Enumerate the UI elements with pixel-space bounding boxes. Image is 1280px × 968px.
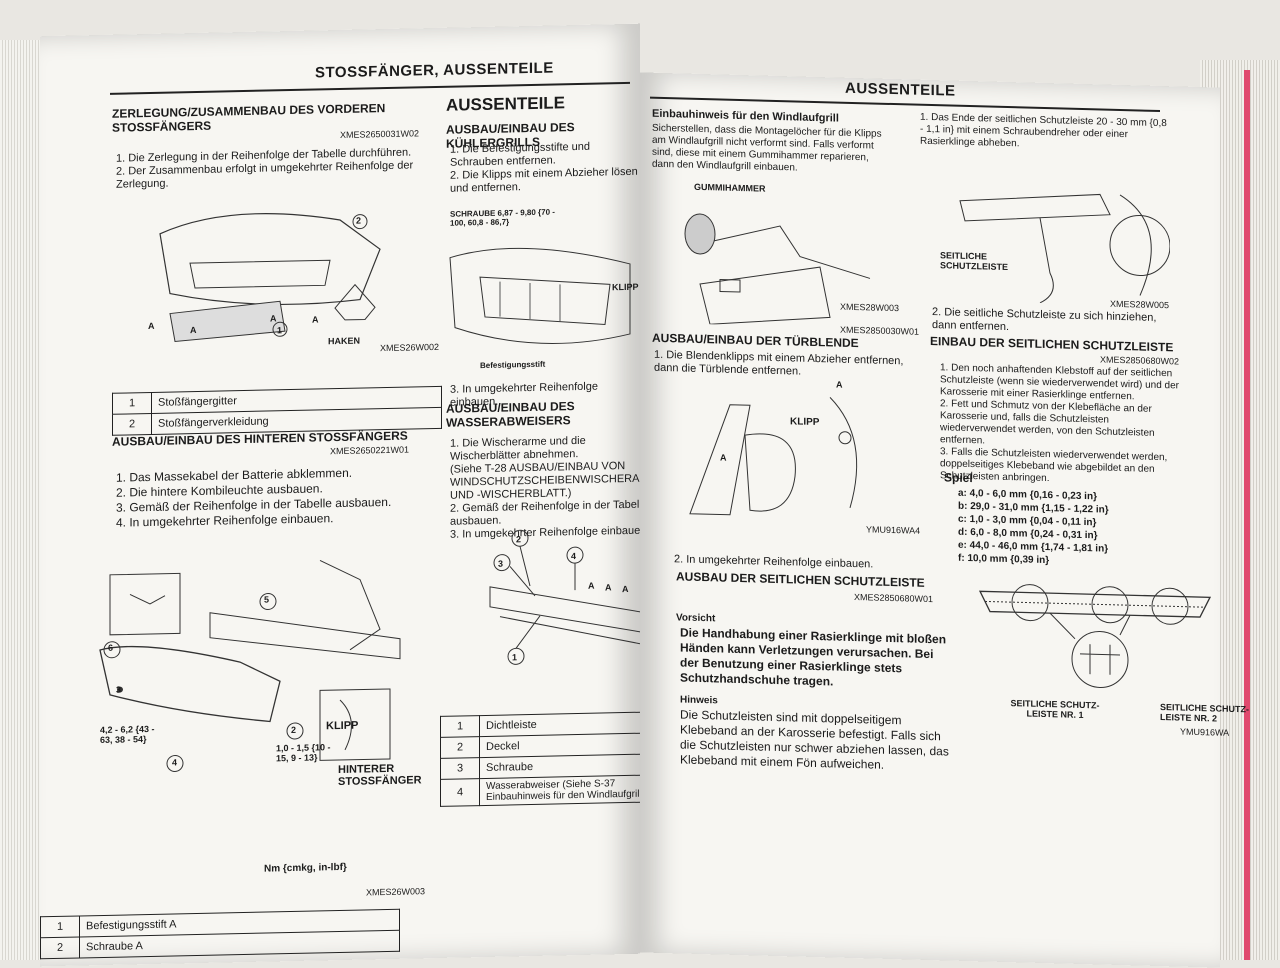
fig1-callout-2: 2 [356, 215, 362, 226]
fig2-callout-3: 3 [116, 684, 122, 695]
step: (Siehe T-28 AUSBAU/EINBAU VON WINDSCHUTZ… [450, 460, 657, 502]
grill-label-befestigungsstift: Befestigungsstift [480, 359, 546, 371]
grill-steps: 1. Die Befestigungsstifte und Schrauben … [450, 140, 640, 196]
sec-front-bumper-code: XMES2650031W02 [340, 128, 420, 140]
schutzleiste-step-2: 2. Die seitliche Schutzleiste zu sich hi… [932, 306, 1157, 334]
right-page-header: AUSSENTEILE [845, 79, 956, 100]
sec-rear-bumper-code: XMES2650221W01 [330, 444, 410, 457]
wa-callout-1: 1 [512, 652, 518, 663]
cell-number: 4 [440, 778, 480, 807]
schutzleiste-step-1: 1. Das Ende der seitlichen Schutzleiste … [920, 111, 1167, 150]
wa-label-a: A [605, 582, 612, 593]
rear-bumper-steps: 1. Das Massekabel der Batterie abklemmen… [116, 464, 436, 531]
sec-schutzleiste-ausbau-code: XMES2850680W01 [854, 592, 934, 605]
left-page-header: STOSSFÄNGER, AUSSENTEILE [315, 59, 554, 82]
fig-code: YMU916WA4 [866, 524, 921, 536]
gummihammer-figure [684, 213, 871, 325]
spiel-title: Spiel [944, 470, 973, 486]
fig2-label-hinterer-stossfaenger: HINTERER STOSSFÄNGER [338, 762, 422, 789]
label-seitliche-schutzleiste: SEITLICHE SCHUTZLEISTE [940, 250, 1009, 273]
fig1-label-a: A [148, 320, 155, 332]
windlaufgrill-text: Sicherstellen, dass die Montagelöcher fü… [652, 122, 882, 174]
step: 2. Die Klipps mit einem Abzieher lösen u… [450, 165, 638, 195]
einbau-steps: 1. Den noch anhaftenden Klebstoff auf de… [940, 362, 1180, 488]
fig1-label-a: A [270, 313, 277, 324]
torque-units: Nm {cmkg, in-lbf} [264, 861, 347, 875]
wa-callout-2: 2 [516, 534, 522, 545]
torque-value-2: 1,0 - 1,5 {10 - 15, 9 - 13} [276, 742, 331, 764]
spiel-list: a: 4,0 - 6,0 mm {0,16 - 0,23 in} b: 29,0… [958, 487, 1178, 571]
step: 2. Fett und Schmutz von der Klebefläche … [940, 398, 1155, 447]
grill-label-schraube: SCHRAUBE 6,87 - 9,80 {70 - 100, 60,8 - 8… [450, 207, 555, 228]
sec-tuerblende-code: XMES2850030W01 [840, 324, 920, 337]
fig2-callout-2: 2 [291, 724, 297, 736]
fig2-callout-6: 6 [108, 642, 114, 653]
note-title: Hinweis [680, 694, 718, 707]
fig1-code: XMES26W002 [380, 341, 440, 354]
fig-code: YMU916WA [1180, 726, 1230, 738]
cell-number: 2 [40, 936, 80, 959]
red-tab-edge [1244, 70, 1250, 960]
step: 2. Der Zusammenbau erfolgt in umgekehrte… [116, 159, 414, 191]
fig1-label-a: A [190, 325, 197, 336]
caution-text: Die Handhabung einer Rasierklinge mit bl… [680, 625, 947, 689]
fig1-label-a: A [312, 314, 319, 325]
klebeband-figure [978, 584, 1212, 688]
wa-label-a: A [588, 580, 595, 591]
note-text: Die Schutzleisten sind mit doppelseitige… [680, 707, 949, 772]
step: 3. Falls die Schutzleisten wiederverwend… [940, 446, 1168, 485]
grill-figure [449, 247, 631, 344]
tb-label-klipp: KLIPP [790, 416, 820, 429]
fig2-callout-4: 4 [172, 757, 178, 768]
fig2-code: XMES26W003 [366, 886, 426, 898]
cell-number: 1 [40, 915, 80, 938]
wa-callout-3: 3 [498, 558, 504, 569]
fig-code: XMES28W003 [840, 301, 900, 314]
fig-code: XMES28W005 [1110, 298, 1170, 311]
cell-number: 1 [112, 392, 152, 415]
sec-schutzleiste-einbau-code: XMES2850680W02 [1100, 354, 1180, 367]
right-page: AUSSENTEILE Einbauhinweis für den Windla… [640, 72, 1249, 968]
wa-callout-4: 4 [571, 551, 577, 562]
tb-label-a: A [720, 452, 727, 463]
step: 1. Den noch anhaftenden Klebstoff auf de… [940, 362, 1180, 403]
left-page: STOSSFÄNGER, AUSSENTEILE ZERLEGUNG/ZUSAM… [40, 23, 675, 967]
cell-number: 1 [440, 715, 480, 738]
caution-title: Vorsicht [676, 612, 716, 625]
front-bumper-figure [159, 213, 381, 342]
cell-number: 2 [112, 413, 152, 436]
section-title-aussenteile: AUSSENTEILE [446, 93, 566, 115]
grill-label-klipp: KLIPP [612, 281, 639, 293]
cell-number: 3 [440, 757, 480, 780]
wasserabweiser-figure [489, 529, 651, 665]
label-schutzleiste-nr-2: SEITLICHE SCHUTZ- LEISTE NR. 2 [1160, 702, 1249, 724]
fig2-label-klipp: KLIPP [326, 719, 359, 733]
schutzleiste-figure [959, 193, 1170, 304]
label-schutzleiste-nr-1: SEITLICHE SCHUTZ- LEISTE NR. 1 [1010, 698, 1100, 721]
label-gummihammer: GUMMIHAMMER [694, 181, 766, 194]
sec-wasserabweiser-title: AUSBAU/EINBAU DES WASSERABWEISERS [446, 399, 575, 430]
fig2-callout-5: 5 [264, 594, 270, 605]
rear-bumper-figure [99, 559, 401, 772]
step: 1. Die Befestigungsstifte und Schrauben … [450, 140, 591, 169]
tuerblende-figure [689, 397, 858, 516]
cell-number: 2 [440, 736, 480, 759]
tb-label-a: A [836, 379, 843, 390]
sec-schutzleiste-ausbau-title: AUSBAU DER SEITLICHEN SCHUTZLEISTE [676, 569, 925, 590]
torque-value-1: 4,2 - 6,2 {43 - 63, 38 - 54} [100, 723, 155, 746]
fig1-label-haken: HAKEN [328, 335, 361, 347]
fig1-callout-1: 1 [277, 325, 283, 336]
front-bumper-steps: 1. Die Zerlegung in der Reihenfolge der … [116, 146, 416, 191]
wa-label-a: A [622, 583, 629, 595]
